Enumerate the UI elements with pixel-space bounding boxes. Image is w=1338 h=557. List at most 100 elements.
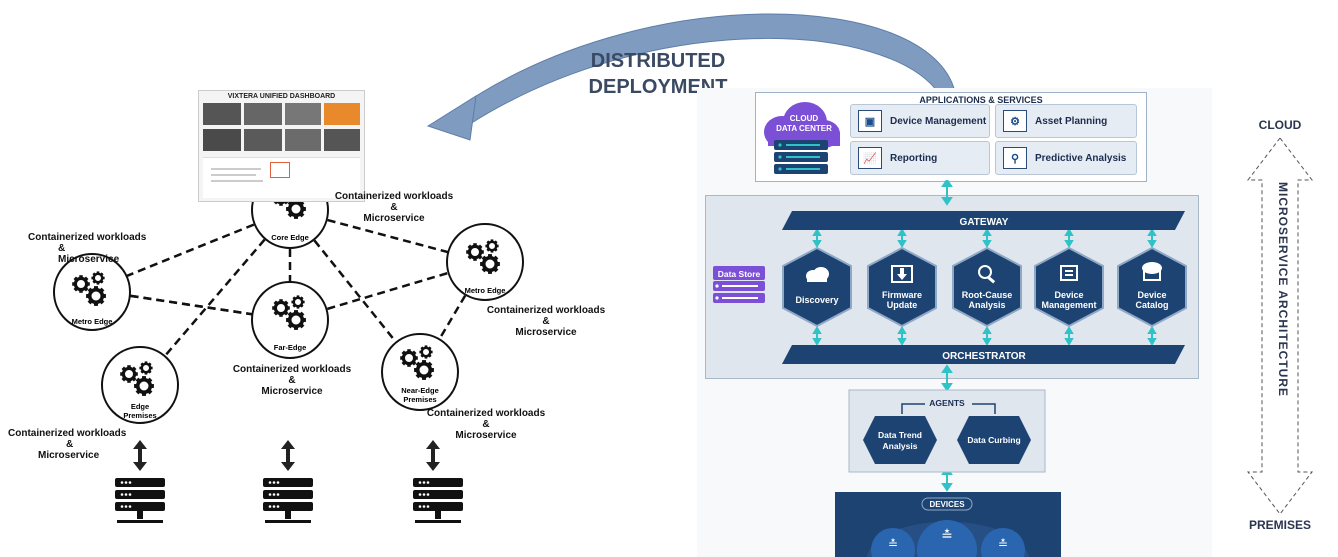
agents-link-right — [972, 403, 996, 414]
node-metro-edge-left — [53, 253, 131, 331]
app-asset-planning[interactable]: ⚙ Asset Planning — [995, 104, 1137, 138]
hex-device-catalog[interactable] — [1117, 246, 1187, 328]
workload-label-far: Containerized workloads&Microservice — [232, 364, 352, 397]
device-icon: ≛ — [998, 537, 1008, 551]
node-label-near-edge-1: Near-Edge — [401, 386, 439, 395]
dashboard-thumbnail[interactable]: VIXTERA UNIFIED DASHBOARD — [198, 90, 365, 202]
server-icon — [115, 478, 165, 523]
hex-icons — [806, 262, 1162, 284]
agents-label: AGENTS — [929, 398, 965, 408]
app-label: Asset Planning — [1035, 115, 1108, 127]
monitor-icon: ▣ — [858, 110, 882, 132]
agent-data-trend[interactable] — [863, 416, 937, 464]
catalog-icon — [1142, 262, 1162, 281]
node-far-edge — [251, 281, 329, 359]
dashboard-text-line — [211, 174, 256, 176]
node-label-core-edge: Core Edge — [271, 233, 309, 242]
dashboard-title: VIXTERA UNIFIED DASHBOARD — [227, 93, 336, 100]
cloud-dc-line-2: DATA CENTER — [776, 124, 832, 133]
dashboard-tile — [244, 129, 282, 151]
node-label-far-edge: Far-Edge — [274, 343, 307, 352]
node-label-near-edge-2: Premises — [403, 395, 436, 404]
title-line-2: DEPLOYMENT — [588, 76, 728, 98]
agents-link-left — [901, 403, 925, 414]
workload-label-metro-left: Containerized workloads&Microservice — [28, 232, 147, 265]
device-circle — [917, 520, 977, 557]
dashboard-tile — [324, 129, 360, 151]
node-label-edge-premises-2: Premises — [123, 411, 156, 420]
architecture-graphics: GATEWAY ORCHESTRATOR Data Store AGENTS D… — [713, 180, 1187, 557]
side-label-cloud: CLOUD — [1258, 118, 1302, 132]
hex-firmware-update[interactable] — [867, 246, 937, 328]
side-axis-arrow — [1246, 137, 1314, 515]
dashboard-tile — [244, 103, 282, 125]
vertical-arrows — [133, 440, 440, 471]
app-predictive-analysis[interactable]: ⚲ Predictive Analysis — [995, 141, 1137, 175]
workload-label-edge: Containerized workloads&Microservice — [8, 428, 127, 461]
app-label: Device Management — [890, 115, 987, 127]
service-hexagons — [782, 246, 1187, 328]
device-icon — [1060, 265, 1078, 281]
app-label: Reporting — [890, 152, 938, 164]
curved-arrow-head — [426, 95, 477, 141]
dashboard-tile — [203, 103, 241, 125]
node-near-edge-premises — [381, 333, 459, 411]
gateway-bar — [782, 211, 1185, 230]
device-icon: ≛ — [941, 527, 953, 543]
node-edge-premises — [101, 346, 179, 424]
app-label: Predictive Analysis — [1035, 152, 1127, 164]
hex-device-management[interactable] — [1034, 246, 1104, 328]
hex-discovery[interactable] — [782, 246, 852, 328]
agent-data-curbing[interactable] — [957, 416, 1031, 464]
side-label-architecture: MICROSERVICE ARCHITECTURE — [1276, 182, 1290, 398]
node-label-edge-premises-1: Edge — [131, 402, 149, 411]
node-metro-edge-right — [446, 223, 524, 301]
diagram-title: DISTRIBUTED DEPLOYMENT — [578, 48, 738, 100]
device-icon: ≛ — [888, 537, 898, 551]
download-icon — [891, 265, 913, 283]
apps-services-title: APPLICATIONS & SERVICES — [919, 95, 1043, 105]
hex-label-discovery: Discovery — [795, 295, 839, 305]
dashboard-tile — [324, 103, 360, 125]
dashboard-text-line — [211, 168, 261, 170]
dashboard-bottom-panel — [203, 157, 360, 198]
search-icon — [978, 265, 996, 284]
dashboard-text-line — [211, 180, 263, 182]
dashboard-tile — [203, 129, 241, 151]
devices-badge — [921, 497, 973, 511]
node-label-metro-edge-left: Metro Edge — [72, 317, 113, 326]
data-store-label: Data Store — [718, 269, 761, 279]
cloud-icon — [806, 267, 829, 282]
agent-label-2: Data Curbing — [967, 435, 1020, 445]
cloud-dc-line-1: CLOUD — [790, 114, 819, 123]
dashboard-selected-icon — [270, 162, 290, 178]
agent-label-1b: Analysis — [883, 441, 918, 451]
agent-label-1a: Data Trend — [878, 430, 922, 440]
server-icon — [263, 478, 313, 523]
device-circle — [871, 528, 915, 557]
data-store: Data Store — [713, 266, 765, 303]
server-icon — [413, 478, 463, 523]
server-stacks — [115, 478, 463, 523]
analysis-icon: ⚲ — [1003, 147, 1027, 169]
node-label-metro-edge-right: Metro Edge — [465, 286, 506, 295]
cloud-data-center-icon: CLOUD DATA CENTER — [764, 102, 840, 174]
dashboard-tile — [285, 129, 321, 151]
hex-root-cause[interactable] — [952, 246, 1022, 328]
network-icon: ⚙ — [1003, 110, 1027, 132]
app-reporting[interactable]: 📈Reporting — [850, 141, 990, 175]
orchestrator-bar — [782, 345, 1185, 364]
devices-label: DEVICES — [929, 500, 965, 509]
title-line-1: DISTRIBUTED — [590, 50, 726, 72]
workload-label-core: Containerized workloads&Microservice — [334, 191, 454, 224]
dashboard-tile — [285, 103, 321, 125]
workload-label-metro-right: Containerized workloads&Microservice — [486, 305, 606, 338]
gateway-label: GATEWAY — [960, 217, 1009, 228]
workload-label-near: Containerized workloads&Microservice — [426, 408, 546, 441]
app-device-management[interactable]: ▣ Device Management — [850, 104, 990, 138]
side-label-premises: PREMISES — [1248, 518, 1311, 532]
